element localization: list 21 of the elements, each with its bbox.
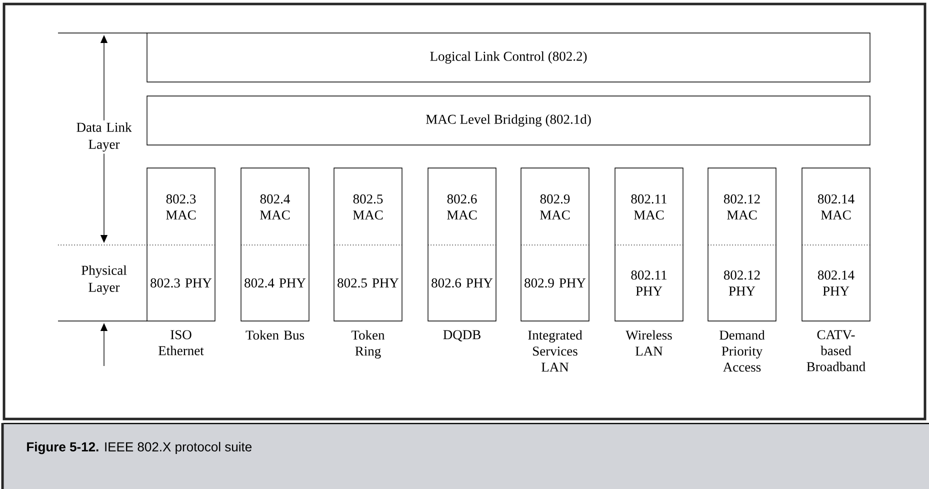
- protocol-column-box: 802.14 MAC 802.14 PHY: [802, 168, 870, 322]
- protocol-column-box: 802.4 MAC 802.4 PHY: [240, 168, 310, 322]
- network-type-label: Token Bus: [246, 330, 304, 340]
- layer-box: Logical Link Control (802.2): [146, 32, 870, 82]
- network-type-label: Token Ring: [351, 330, 385, 358]
- protocol-column-box: 802.5 MAC 802.5 PHY: [334, 168, 402, 322]
- network-type-label: DQDB: [443, 330, 480, 342]
- layer-label: Physical Layer: [71, 263, 137, 297]
- protocol-column-box: 802.11 MAC 802.11 PHY: [614, 168, 684, 322]
- network-type-label: Wireless LAN: [626, 330, 672, 356]
- protocol-column-box: 802.6 MAC 802.6 PHY: [428, 168, 496, 322]
- protocol-column-box: 802.12 MAC 802.12 PHY: [708, 168, 776, 322]
- protocol-column-box: 802.3 MAC 802.3 PHY: [146, 168, 216, 322]
- network-type-label: Integrated Services LAN: [528, 330, 582, 372]
- layer-label: Data Link Layer: [71, 120, 137, 154]
- figure-caption: Figure 5-12. IEEE 802.X protocol suite: [27, 442, 252, 454]
- layer-box: MAC Level Bridging (802.1d): [146, 96, 870, 146]
- network-type-label: ISO Ethernet: [158, 330, 204, 356]
- network-type-label: Demand Priority Access: [720, 330, 765, 372]
- network-type-label: CATV-based Broadband: [806, 330, 866, 372]
- protocol-column-box: 802.9 MAC 802.9 PHY: [520, 168, 590, 322]
